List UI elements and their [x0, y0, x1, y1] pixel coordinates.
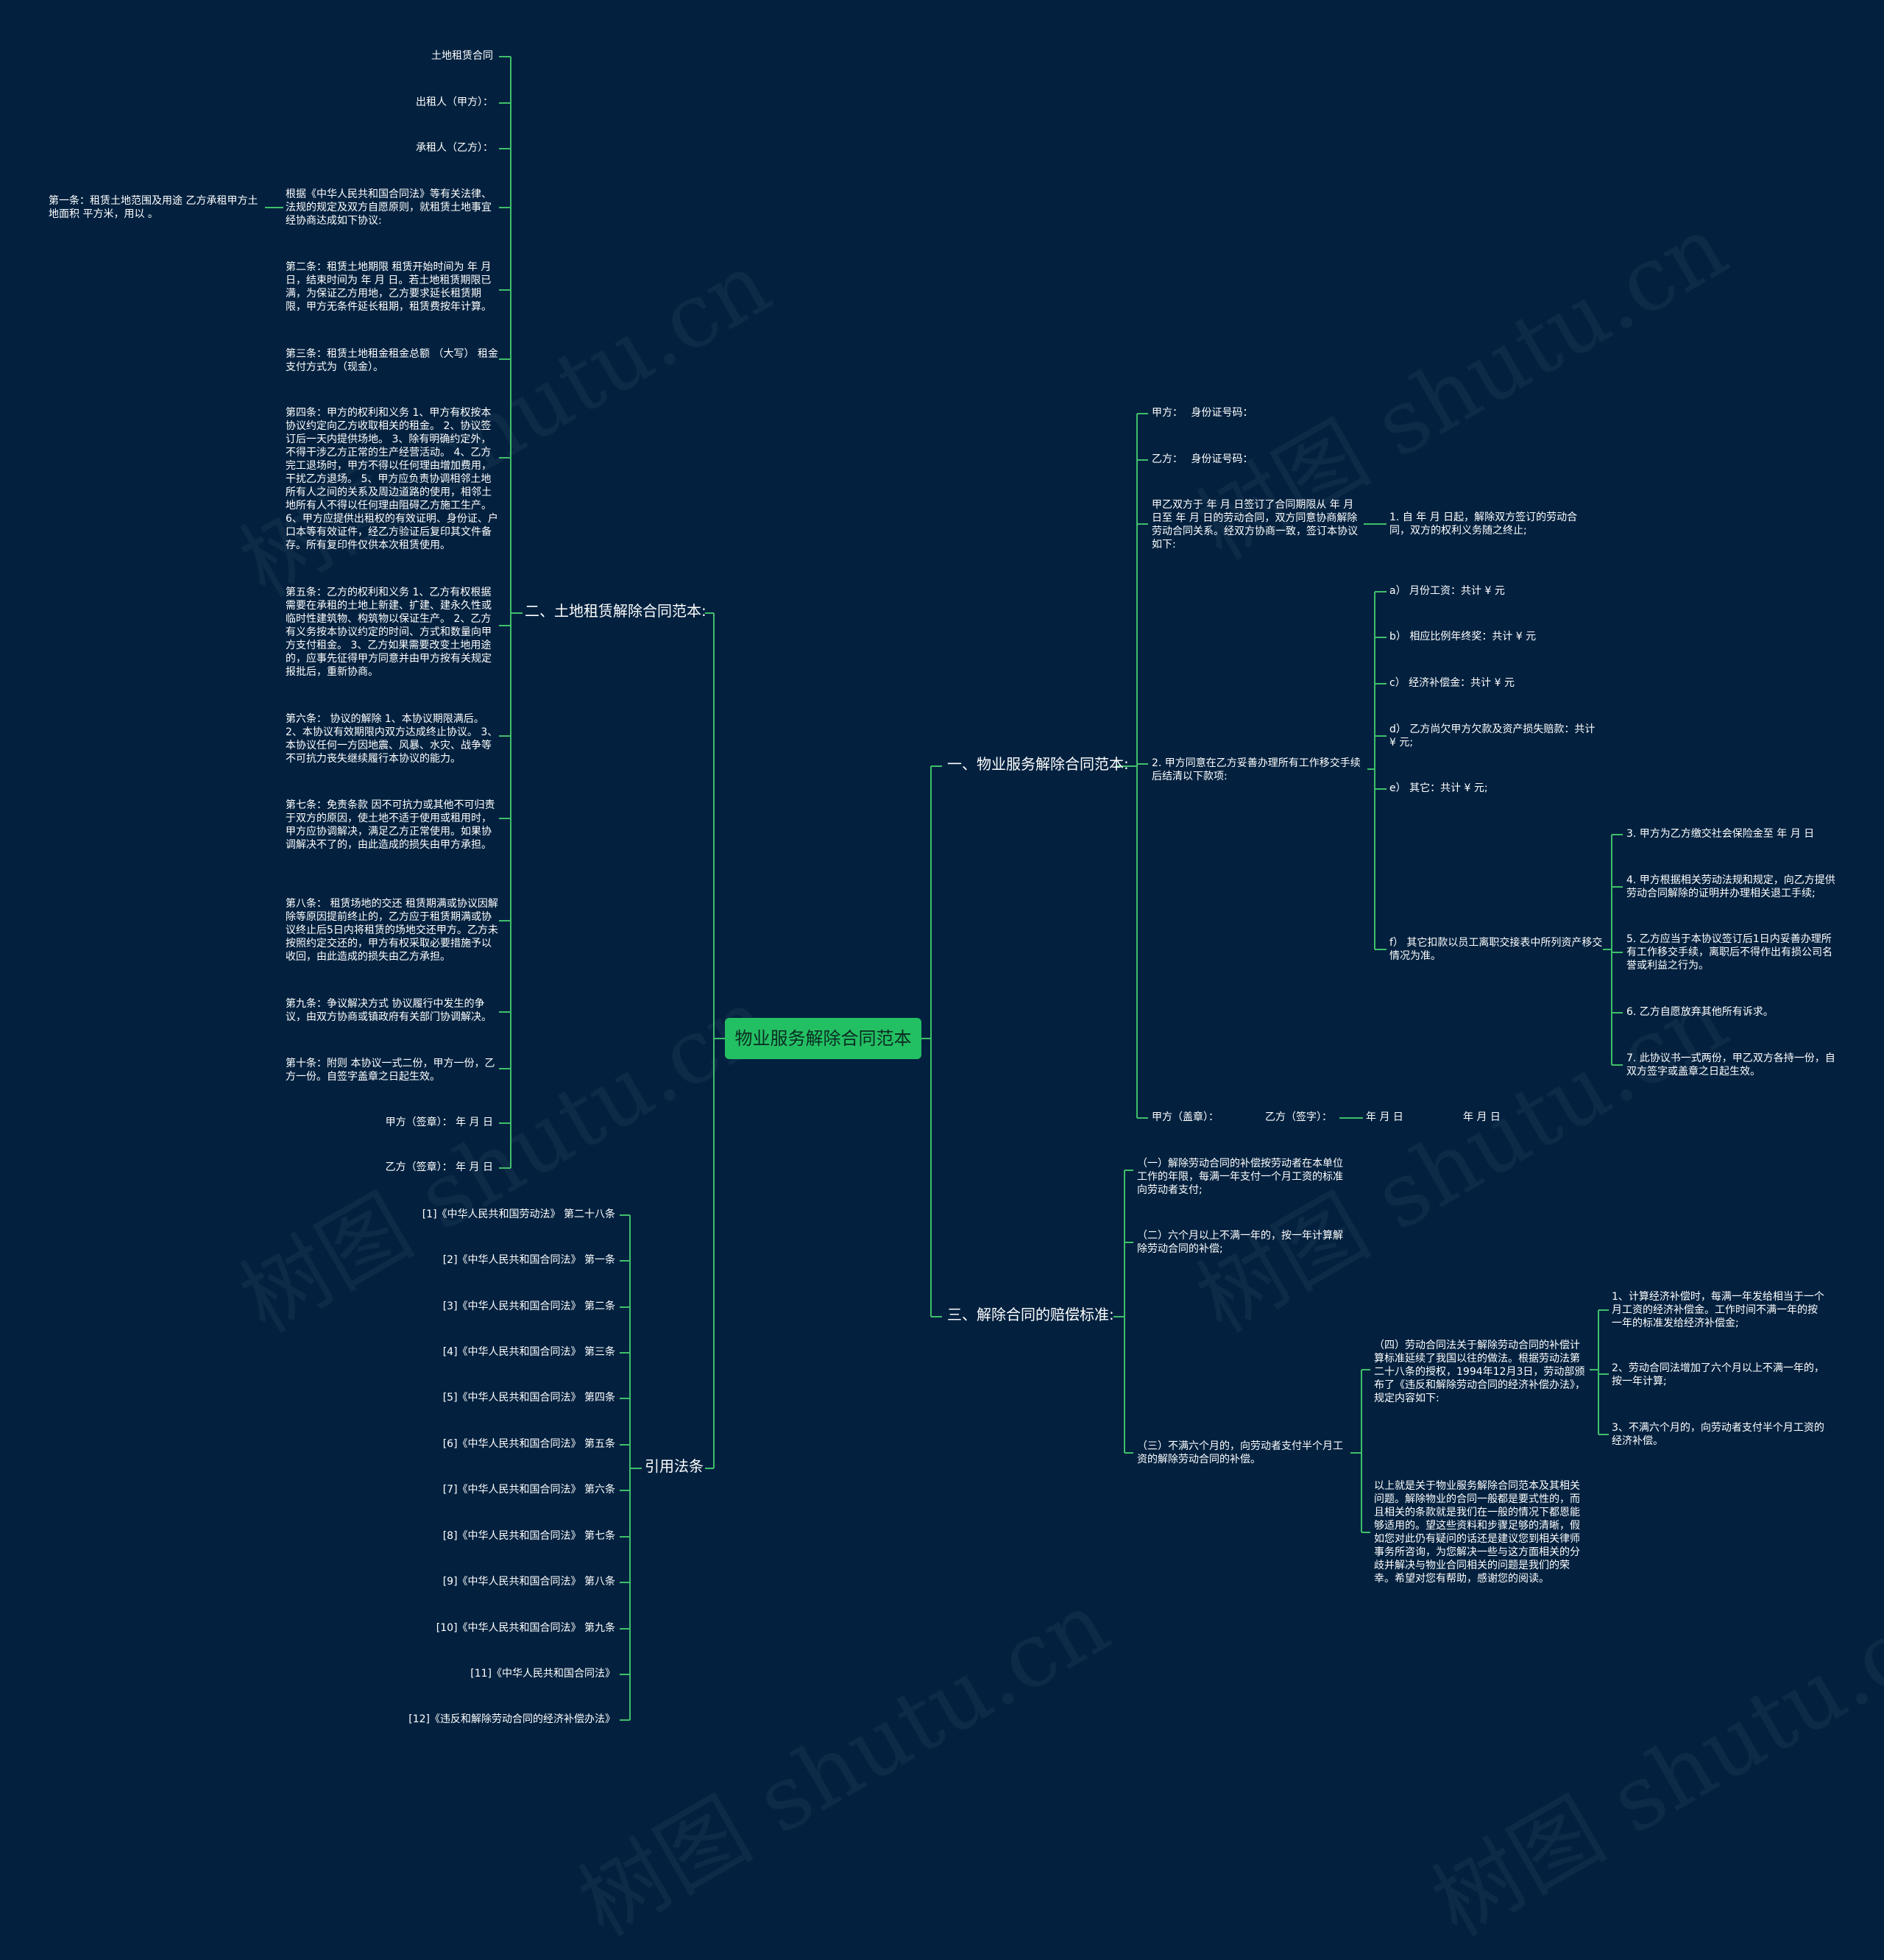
property-further-item[interactable]: 4. 甲方根据相关劳动法规和规定，向乙方提供劳动合同解除的证明并办理相关退工手续…	[1626, 874, 1835, 899]
property-clause-2[interactable]: 2. 甲方同意在乙方妥善办理所有工作移交手续后结清以下款项:	[1152, 757, 1361, 782]
section-cited-laws-title[interactable]: 引用法条	[645, 1457, 704, 1475]
law-item[interactable]: [10]《中华人民共和国合同法》 第九条	[436, 1622, 615, 1634]
property-further-item[interactable]: 5. 乙方应当于本协议签订后1日内妥善办理所有工作移交手续，离职后不得作出有损公…	[1626, 933, 1832, 972]
property-further-item[interactable]: 7. 此协议书一式两份，甲乙双方各持一份，自双方签字或盖章之日起生效。	[1626, 1052, 1835, 1078]
law-item[interactable]: [11]《中华人民共和国合同法》	[470, 1668, 615, 1680]
law-item[interactable]: [6]《中华人民共和国合同法》 第五条	[442, 1438, 615, 1450]
section-compensation-title[interactable]: 三、解除合同的赔偿标准:	[947, 1306, 1114, 1323]
land-item[interactable]: 土地租赁合同	[431, 50, 493, 62]
law-item[interactable]: [3]《中华人民共和国合同法》 第二条	[442, 1301, 615, 1312]
property-further-item[interactable]: 3. 甲方为乙方缴交社会保险金至 年 月 日	[1626, 828, 1815, 840]
property-sub-item[interactable]: f） 其它扣款以员工离职交接表中所列资产移交情况为准。	[1389, 937, 1603, 962]
land-item[interactable]: 第七条：免责条款 因不可抗力或其他不可归责于双方的原因，使土地不适于使用或租用时…	[286, 799, 495, 851]
property-clause-1[interactable]: 1. 自 年 月 日起，解除双方签订的劳动合同，双方的权利义务随之终止;	[1389, 512, 1578, 537]
land-item[interactable]: 第六条： 协议的解除 1、本协议期限满后。 2、本协议有效期限内双方达成终止协议…	[286, 713, 498, 765]
law-item[interactable]: [5]《中华人民共和国合同法》 第四条	[442, 1392, 615, 1404]
land-item[interactable]: 乙方（签章）： 年 月 日	[385, 1161, 493, 1173]
property-further-item[interactable]: 6. 乙方自愿放弃其他所有诉求。	[1626, 1006, 1774, 1018]
law-item[interactable]: [8]《中华人民共和国合同法》 第七条	[442, 1530, 615, 1542]
property-sign-date[interactable]: 年 月 日	[1463, 1111, 1501, 1123]
property-sub-item[interactable]: d） 乙方尚欠甲方欠款及资产损失赔款：共计 ¥ 元;	[1389, 723, 1596, 749]
law-item[interactable]: [9]《中华人民共和国合同法》 第八条	[442, 1576, 615, 1588]
compensation-fourth-item[interactable]: 2、劳动合同法增加了六个月以上不满一年的，按一年计算;	[1612, 1362, 1824, 1387]
law-item[interactable]: [7]《中华人民共和国合同法》 第六条	[442, 1484, 615, 1496]
property-party-b[interactable]: 乙方： 身份证号码：	[1152, 453, 1253, 465]
property-intro[interactable]: 甲乙双方于 年 月 日签订了合同期限从 年 月 日至 年 月 日的劳动合同，双方…	[1152, 499, 1358, 551]
property-sign-date[interactable]: 年 月 日	[1366, 1111, 1403, 1123]
law-item[interactable]: [12]《违反和解除劳动合同的经济补偿办法》	[408, 1713, 615, 1725]
compensation-item[interactable]: （二）六个月以上不满一年的，按一年计算解除劳动合同的补偿;	[1137, 1230, 1343, 1255]
compensation-fourth-item[interactable]: 3、不满六个月的，向劳动者支付半个月工资的经济补偿。	[1612, 1422, 1824, 1447]
root-topic[interactable]: 物业服务解除合同范本	[725, 1018, 921, 1059]
land-item[interactable]: 第三条：租赁土地租金租金总额 （大写） 租金支付方式为（现金）。	[286, 348, 498, 373]
land-item[interactable]: 承租人（乙方）：	[416, 142, 493, 154]
compensation-fourth-item[interactable]: 1、计算经济补偿时，每满一年发给相当于一个月工资的经济补偿金。工作时间不满一年的…	[1612, 1291, 1824, 1329]
land-item[interactable]: 甲方（签章）： 年 月 日	[385, 1117, 493, 1128]
law-item[interactable]: [4]《中华人民共和国合同法》 第三条	[442, 1346, 615, 1358]
section-land-lease-title[interactable]: 二、土地租赁解除合同范本:	[525, 602, 706, 620]
compensation-item[interactable]: （三）不满六个月的，向劳动者支付半个月工资的解除劳动合同的补偿。	[1137, 1440, 1343, 1465]
compensation-item[interactable]: （一）解除劳动合同的补偿按劳动者在本单位工作的年限，每满一年支付一个月工资的标准…	[1137, 1158, 1343, 1196]
property-sub-item[interactable]: e） 其它：共计 ¥ 元;	[1389, 782, 1488, 794]
land-item[interactable]: 第四条：甲方的权利和义务 1、甲方有权按本协议约定向乙方收取相关的租金。 2、协…	[286, 407, 498, 551]
land-article-1[interactable]: 第一条：租赁土地范围及用途 乙方承租甲方土地面积 平方米，用以 。	[49, 195, 258, 220]
land-item[interactable]: 第九条：争议解决方式 协议履行中发生的争议，由双方协商或镇政府有关部门协调解决。	[286, 998, 492, 1023]
connector-lines	[265, 56, 1623, 1721]
section-property-title[interactable]: 一、物业服务解除合同范本:	[947, 755, 1129, 773]
land-item[interactable]: 第二条：租赁土地期限 租赁开始时间为 年 月 日，结束时间为 年 月 日。若土地…	[286, 261, 492, 313]
land-item[interactable]: 第八条： 租赁场地的交还 租赁期满或协议因解除等原因提前终止的，乙方应于租赁期满…	[286, 898, 498, 963]
land-item[interactable]: 第五条：乙方的权利和义务 1、乙方有权根据需要在承租的土地上新建、扩建、建永久性…	[286, 587, 492, 678]
land-item[interactable]: 根据《中华人民共和国合同法》等有关法律、法规的规定及双方自愿原则，就租赁土地事宜…	[286, 188, 492, 227]
law-item[interactable]: [2]《中华人民共和国合同法》 第一条	[442, 1254, 615, 1266]
property-sub-item[interactable]: b） 相应比例年终奖：共计 ¥ 元	[1389, 631, 1537, 643]
land-item[interactable]: 第十条：附则 本协议一式二份，甲方一份，乙方一份。自签字盖章之日起生效。	[286, 1058, 495, 1083]
compensation-conclusion[interactable]: 以上就是关于物业服务解除合同范本及其相关问题。解除物业的合同一般都是要式性的，而…	[1374, 1480, 1580, 1585]
property-sub-item[interactable]: c） 经济补偿金：共计 ¥ 元	[1389, 677, 1515, 689]
property-party-a[interactable]: 甲方： 身份证号码：	[1152, 407, 1253, 419]
property-sub-item[interactable]: a） 月份工资：共计 ¥ 元	[1389, 585, 1505, 597]
compensation-fourth[interactable]: （四）劳动合同法关于解除劳动合同的补偿计算标准延续了我国以往的做法。根据劳动法第…	[1374, 1340, 1585, 1404]
land-item[interactable]: 出租人（甲方）：	[416, 96, 493, 108]
property-signature[interactable]: 甲方（盖章）： 乙方（签字）：	[1152, 1111, 1332, 1123]
law-item[interactable]: [1]《中华人民共和国劳动法》 第二十八条	[422, 1209, 615, 1220]
